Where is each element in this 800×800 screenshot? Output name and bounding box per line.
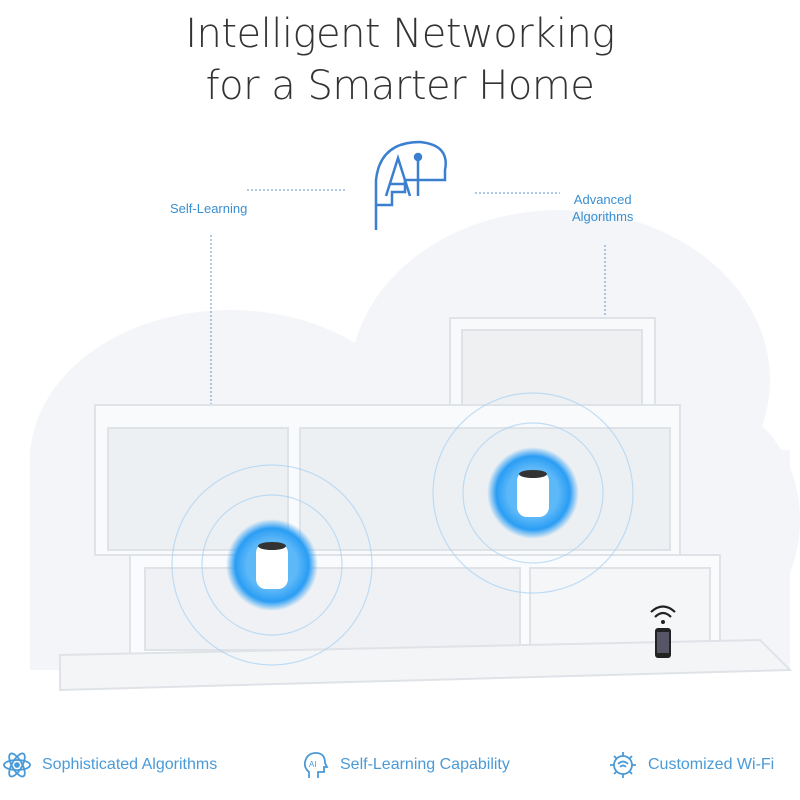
smartphone-wifi-icon bbox=[650, 605, 676, 658]
feature-label: Customized Wi-Fi bbox=[648, 756, 775, 773]
feature-self-learning-capability: AI Self-Learning Capability bbox=[300, 750, 510, 780]
deco-router-right bbox=[487, 447, 579, 539]
ai-head-icon: AI bbox=[303, 752, 329, 778]
feature-customized-wifi: Customized Wi-Fi bbox=[608, 750, 774, 780]
gear-wifi-icon bbox=[610, 752, 636, 778]
callout-line-1: Advanced bbox=[573, 192, 632, 207]
ai-head-icon bbox=[374, 140, 447, 230]
svg-text:AI: AI bbox=[309, 760, 317, 769]
feature-sophisticated-algorithms: Sophisticated Algorithms bbox=[2, 750, 217, 780]
title-line-1: Intelligent Networking bbox=[185, 11, 615, 57]
atom-icon bbox=[3, 752, 31, 778]
deco-router-left bbox=[226, 519, 318, 611]
page-title: Intelligent Networking for a Smarter Hom… bbox=[0, 8, 800, 112]
title-line-2: for a Smarter Home bbox=[205, 63, 595, 109]
signal-waves bbox=[171, 392, 634, 666]
feature-label: Sophisticated Algorithms bbox=[42, 756, 218, 773]
callout-advanced-algorithms: Advanced Algorithms bbox=[572, 191, 633, 225]
callout-self-learning: Self-Learning bbox=[170, 201, 248, 216]
callout-line-2: Algorithms bbox=[572, 209, 634, 224]
feature-label: Self-Learning Capability bbox=[340, 756, 510, 773]
